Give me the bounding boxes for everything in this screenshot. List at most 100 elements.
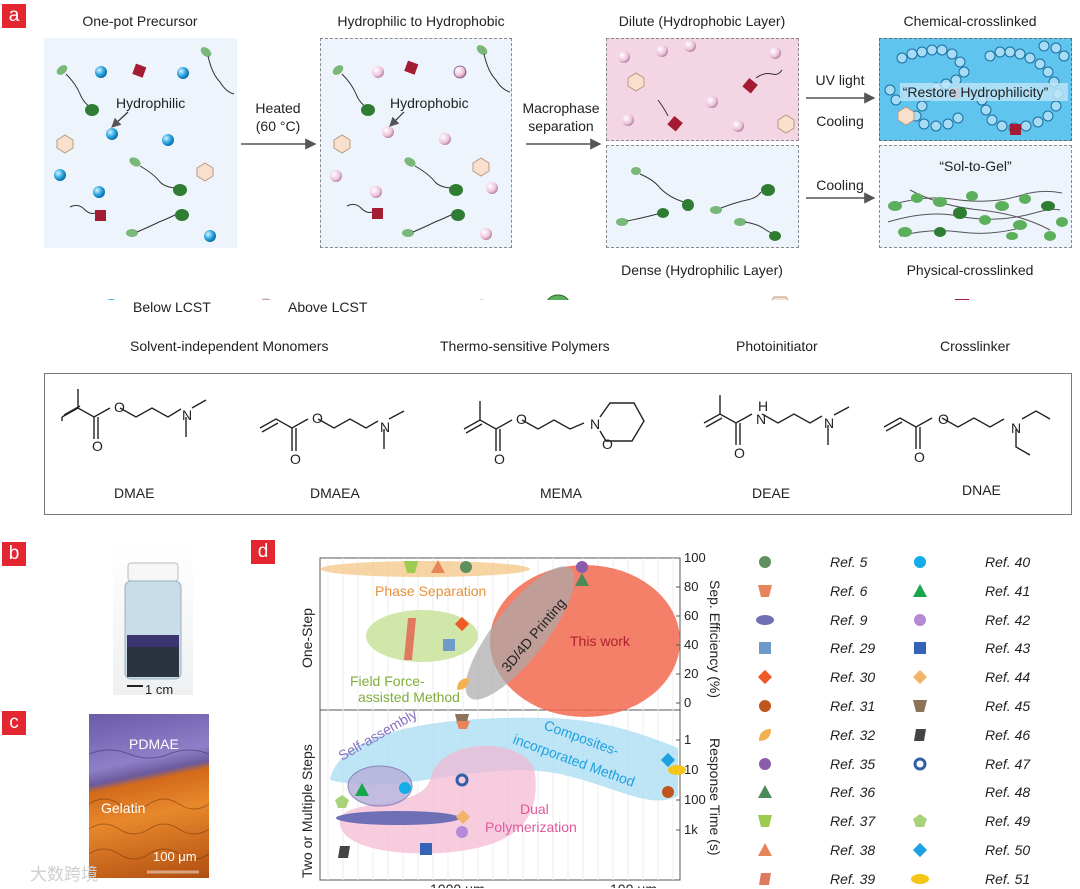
cooling-label-top: Cooling	[816, 113, 864, 129]
legend-label: Ref. 51	[985, 870, 1031, 887]
dmaea-O-ester: O	[312, 410, 323, 426]
legend-item: Ref. 50	[909, 840, 1059, 860]
region-dual-polymerization	[339, 745, 536, 854]
diamond-icon	[912, 670, 928, 685]
marker-ref-31	[662, 786, 674, 798]
below-lcst-label: Below LCST	[133, 299, 211, 315]
xtick-label: 100 μm	[610, 881, 657, 888]
crosslinker-icon	[955, 299, 969, 300]
vial-scale-bar-label: 1 cm	[145, 682, 174, 697]
legend-item: Ref. 45	[909, 696, 1059, 716]
dmae-name: DMAE	[114, 485, 155, 501]
label-phase-separation: Phase Separation	[375, 583, 486, 599]
legend-label: Ref. 31	[830, 698, 876, 714]
label-dual-2: Polymerization	[485, 819, 577, 835]
legend-item: Ref. 48	[909, 782, 1059, 802]
diamond-icon	[757, 670, 773, 685]
dmaea-structure	[259, 410, 405, 451]
legend-item: Ref. 43	[909, 638, 1059, 658]
panel-label-c: c	[2, 711, 26, 735]
hydrophobic-molecules	[330, 45, 511, 240]
ytick-label-top: 80	[684, 579, 698, 594]
legend-item: Ref. 35	[754, 754, 904, 774]
dnae-name: DNAE	[962, 482, 1001, 498]
trapezoid-icon	[758, 815, 772, 828]
sem-image	[89, 714, 209, 878]
hydrophobic-label: Hydrophobic	[390, 95, 469, 111]
hydrophobic-panel	[320, 38, 512, 248]
marker-ref-39	[404, 618, 416, 660]
legend-marker	[759, 556, 771, 568]
above-lcst-label: Above LCST	[288, 299, 368, 315]
dmaea-O-carbonyl: O	[290, 451, 301, 467]
legend-marker	[759, 757, 771, 770]
marker-ref-41	[355, 783, 369, 796]
legend-label: Ref. 45	[985, 698, 1031, 714]
legend-item: Ref. 46	[909, 725, 1059, 745]
legend-marker	[913, 583, 927, 597]
dmae-O-carbonyl: O	[92, 438, 103, 454]
dmaea-name: DMAEA	[310, 485, 360, 501]
hydrophilic-label: Hydrophilic	[116, 95, 186, 111]
trapezoid-icon	[913, 700, 927, 712]
ylabel-bottom: Response Time (s)	[707, 738, 720, 855]
marker-ref-47	[455, 773, 469, 787]
step1-title: One-pot Precursor	[82, 13, 198, 29]
region-printing	[465, 566, 575, 700]
crosslinker-label: Crosslinker	[940, 338, 1011, 354]
legend-item: Ref. 37	[754, 811, 904, 831]
legend-marker	[913, 757, 927, 771]
deae-N-amide: N	[756, 411, 767, 427]
deae-H: H	[758, 398, 769, 414]
legend-label: Ref. 43	[985, 640, 1031, 657]
dmaea-N: N	[380, 419, 391, 435]
marker-ref-42	[456, 826, 468, 838]
heated-label-1: Heated	[255, 100, 301, 116]
deae-O-carbonyl: O	[734, 445, 745, 461]
legend-item: Ref. 47	[909, 754, 1059, 774]
legend-label: Ref. 49	[985, 813, 1031, 830]
diamond-icon	[912, 842, 928, 858]
heated-label-2: (60 °C)	[255, 118, 301, 134]
legend-label: Ref. 29	[830, 640, 876, 657]
label-field-force-1: Field Force-	[350, 673, 425, 689]
panel-label-d: d	[251, 540, 275, 564]
legend-item: Ref. 41	[909, 581, 1059, 601]
vial-illustration	[124, 562, 182, 687]
legend-marker	[912, 670, 928, 685]
ytick-label-top: 60	[684, 608, 698, 623]
ylabel-top: Sep. Efficiency (%)	[707, 580, 720, 698]
ytick-label-top: 100	[684, 550, 706, 565]
polymer-icon	[474, 294, 569, 300]
legend-label: Ref. 41	[985, 582, 1031, 599]
legend-label: Ref. 44	[985, 669, 1031, 686]
legend-label: Ref. 35	[830, 755, 876, 772]
dnae-N: N	[1011, 420, 1022, 436]
marker-ref-51	[668, 765, 686, 775]
deae-structure	[703, 395, 850, 445]
legend-label: Ref. 6	[830, 582, 868, 599]
legend-item: Ref. 29	[754, 638, 904, 658]
mema-name: MEMA	[540, 485, 582, 501]
ytick-label-top: 0	[684, 695, 691, 710]
dnae-structure	[883, 410, 1051, 456]
square-icon	[759, 642, 771, 655]
legend-marker	[759, 872, 771, 885]
legend-item: Ref. 6	[754, 581, 904, 601]
circle-icon	[759, 700, 771, 712]
photoinitiator-label: Photoinitiator	[736, 338, 818, 354]
marker-ref-50	[660, 752, 676, 768]
marker-ref-44	[455, 809, 471, 825]
mema-structure	[463, 401, 645, 451]
label-dual-1: Dual	[520, 801, 549, 817]
legend-marker	[914, 728, 926, 741]
restore-hydrophilicity-label: “Restore Hydrophilicity”	[902, 84, 1049, 100]
legend-label: Ref. 47	[985, 755, 1031, 772]
monomer-structures	[61, 389, 1051, 456]
triangle-icon	[758, 843, 772, 856]
dmae-structure	[61, 389, 207, 439]
sem-texture	[89, 749, 209, 874]
phys-title: Physical-crosslinked	[906, 262, 1034, 278]
uv-light-label: UV light	[815, 72, 865, 88]
dilute-layer-molecules	[618, 40, 795, 134]
